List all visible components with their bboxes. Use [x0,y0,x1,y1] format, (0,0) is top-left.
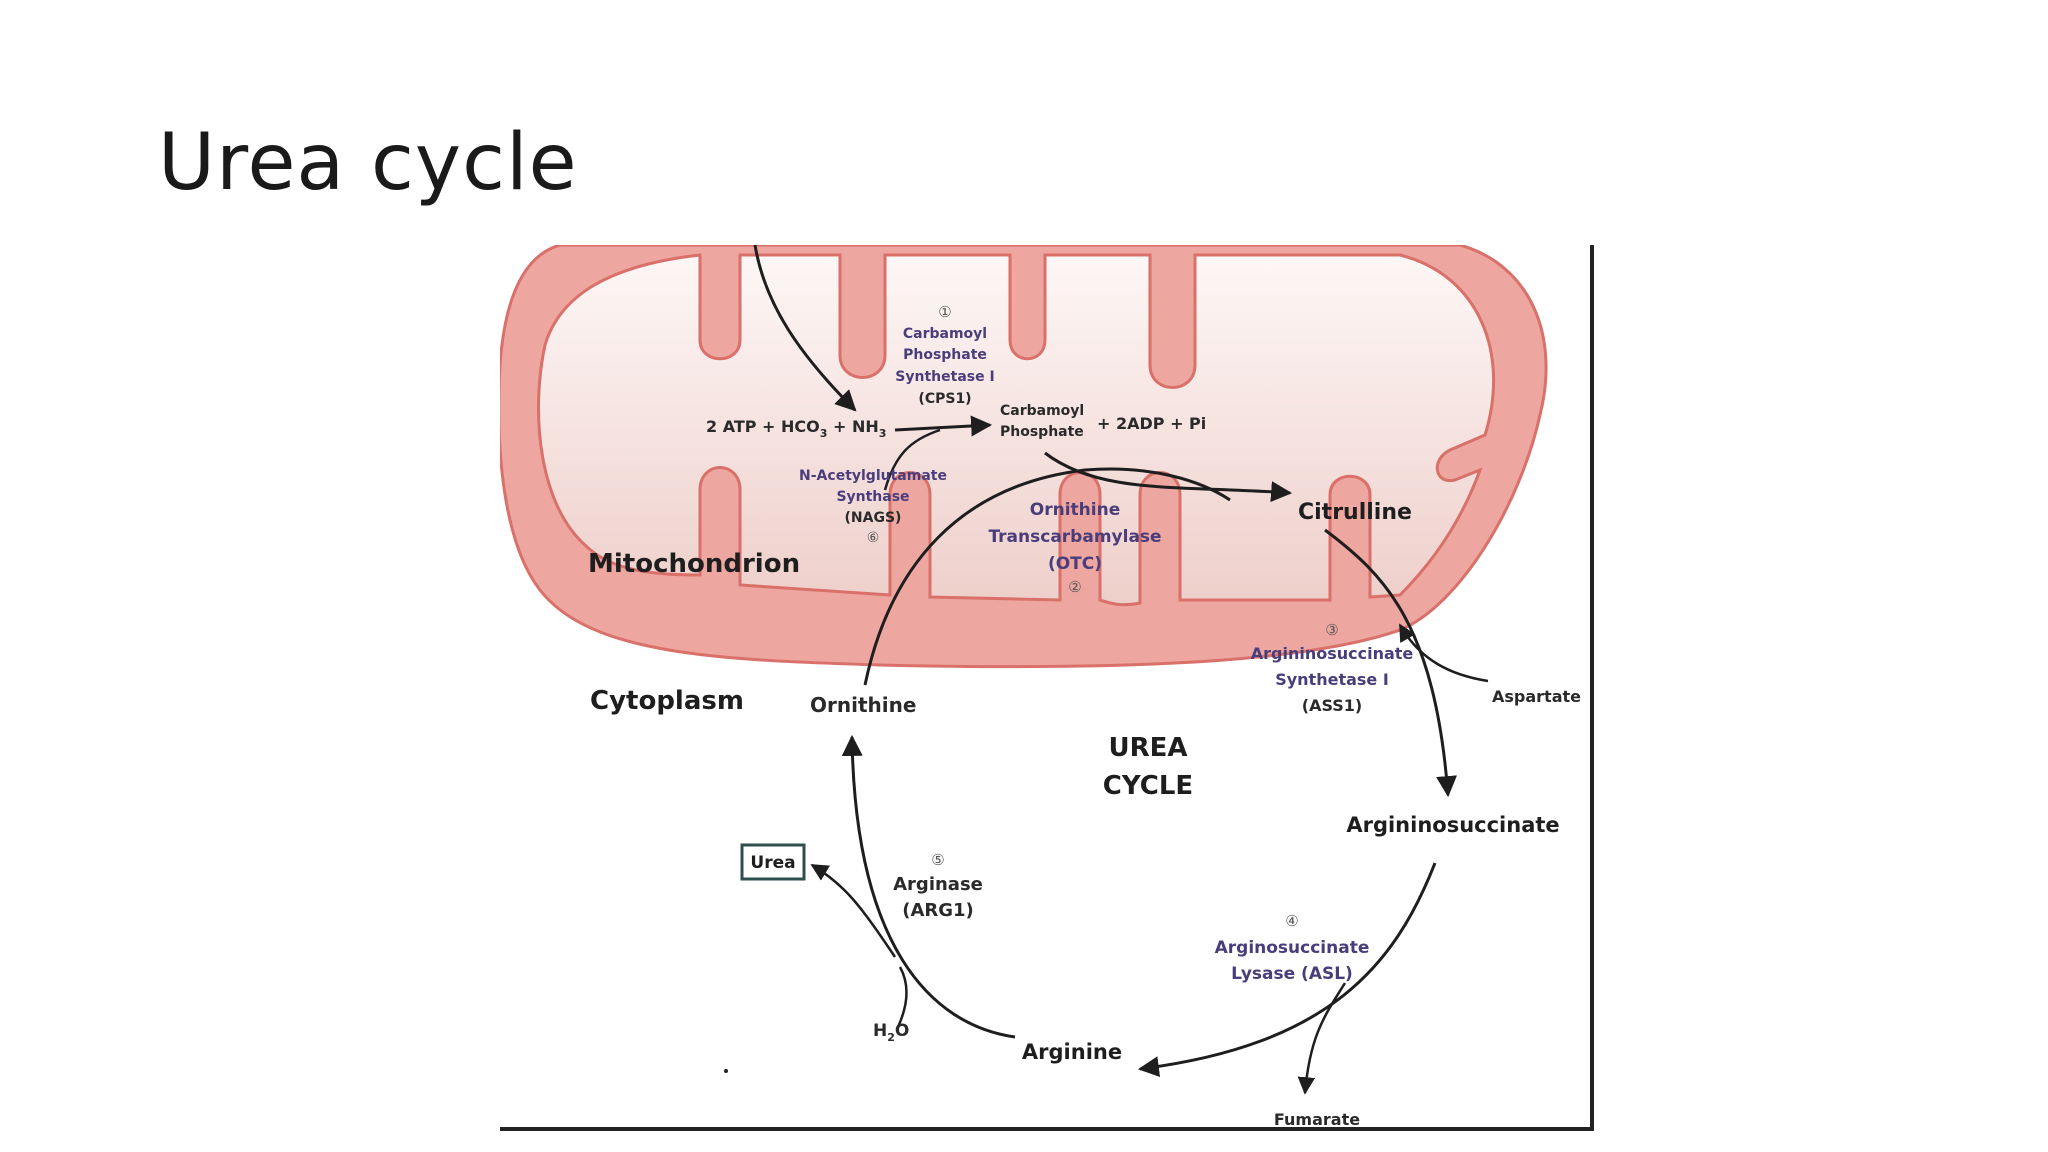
otc-number: ② [1068,578,1081,596]
cps1-line-4: (CPS1) [918,391,971,407]
arrow-urea-output [810,863,897,958]
mitochondrion-matrix [537,253,1496,607]
arg1-line-2: (ARG1) [902,900,974,921]
cps1-line-1: Carbamoyl [903,326,987,342]
arrow-argininosuccinate-to-arginine [1137,862,1437,1078]
carbamoyl-phosphate-line-1: Carbamoyl [1000,403,1084,419]
reaction-reactants: 2 ATP + HCO3 + NH3 [706,417,886,440]
asl-line-2: Lysase (ASL) [1231,964,1353,984]
arrow-cps1-reaction [894,415,993,437]
aspartate-label: Aspartate [1492,687,1581,706]
arg1-line-1: Arginase [893,874,983,895]
ass1-line-1: Argininosuccinate [1251,644,1414,663]
urea-box [740,843,806,881]
nags-number: ⑥ [867,530,880,546]
arg1-number: ⑤ [931,851,944,869]
fumarate-label: Fumarate [1274,1110,1360,1129]
urea-label: Urea [750,853,795,873]
urea-cycle-diagram: ① Carbamoyl Phosphate Synthetase I (CPS1… [500,245,1600,1135]
ass1-number: ③ [1325,621,1338,639]
cps1-line-2: Phosphate [903,347,987,363]
mitochondrion-label: Mitochondrion [588,549,800,579]
cps1-line-3: Synthetase I [895,369,994,385]
cytoplasm-label: Cytoplasm [590,686,744,716]
nags-line-2: Synthase [836,489,909,505]
carbamoyl-phosphate-line-2: Phosphate [1000,424,1084,440]
otc-line-2: Transcarbamylase [988,527,1161,547]
ass1-line-2: Synthetase I [1275,670,1389,689]
cps1-number: ① [938,303,951,321]
arrow-carbamoyl-to-citrulline [1044,451,1293,503]
slide-title: Urea cycle [158,118,578,208]
arrow-water-input [896,966,908,1028]
arrow-nags-activation [883,428,941,491]
arrow-fumarate-output [1297,982,1347,1095]
stray-dot [724,1069,728,1073]
asl-line-1: Arginosuccinate [1215,938,1370,958]
urea-cycle-line-1: UREA [1108,733,1187,763]
citrulline-label: Citrulline [1298,500,1412,525]
asl-number: ④ [1285,912,1298,930]
arrow-aspartate-input [1398,623,1489,683]
reaction-byproducts: + 2ADP + Pi [1097,414,1206,433]
nags-line-1: N-Acetylglutamate [799,468,947,484]
arrow-arginine-to-ornithine [841,734,1016,1039]
water-label: H2O [873,1021,909,1044]
arrow-ornithine-to-citrulline [863,467,1231,686]
arrow-into-cps1 [753,245,857,412]
ass1-line-3: (ASS1) [1302,696,1362,715]
otc-line-3: (OTC) [1048,554,1102,574]
ornithine-label: Ornithine [810,693,916,717]
arrow-citrulline-to-argininosuccinate [1324,528,1458,798]
argininosuccinate-label: Argininosuccinate [1346,813,1559,837]
arginine-label: Arginine [1022,1040,1122,1064]
urea-cycle-line-2: CYCLE [1103,771,1193,801]
nags-line-3: (NAGS) [845,510,902,526]
otc-line-1: Ornithine [1030,500,1120,520]
